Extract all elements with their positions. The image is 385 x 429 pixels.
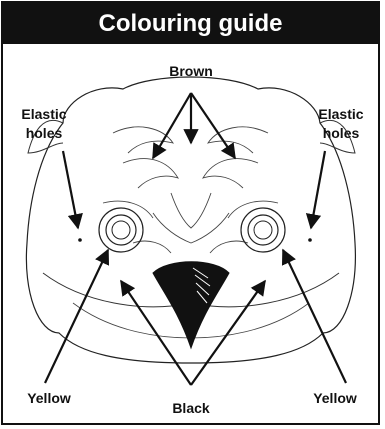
label-elastic-left-1: Elastic xyxy=(21,106,66,122)
label-elastic-left-2: holes xyxy=(26,125,63,141)
beak xyxy=(153,262,229,348)
elastic-hole-left xyxy=(78,238,82,242)
owl-mask-diagram: Brown Elastic holes Elastic holes Yellow… xyxy=(3,44,378,425)
label-black: Black xyxy=(172,400,210,416)
label-elastic-right-2: holes xyxy=(323,125,360,141)
left-eye xyxy=(99,208,143,252)
label-yellow-left: Yellow xyxy=(27,390,71,406)
pointer-arrows xyxy=(45,93,346,385)
right-eye xyxy=(241,208,285,252)
label-brown: Brown xyxy=(169,63,213,79)
guide-title: Colouring guide xyxy=(3,3,378,44)
label-yellow-right: Yellow xyxy=(313,390,357,406)
label-elastic-right-1: Elastic xyxy=(318,106,363,122)
elastic-hole-right xyxy=(308,238,312,242)
colouring-guide-panel: Colouring guide xyxy=(1,1,380,425)
